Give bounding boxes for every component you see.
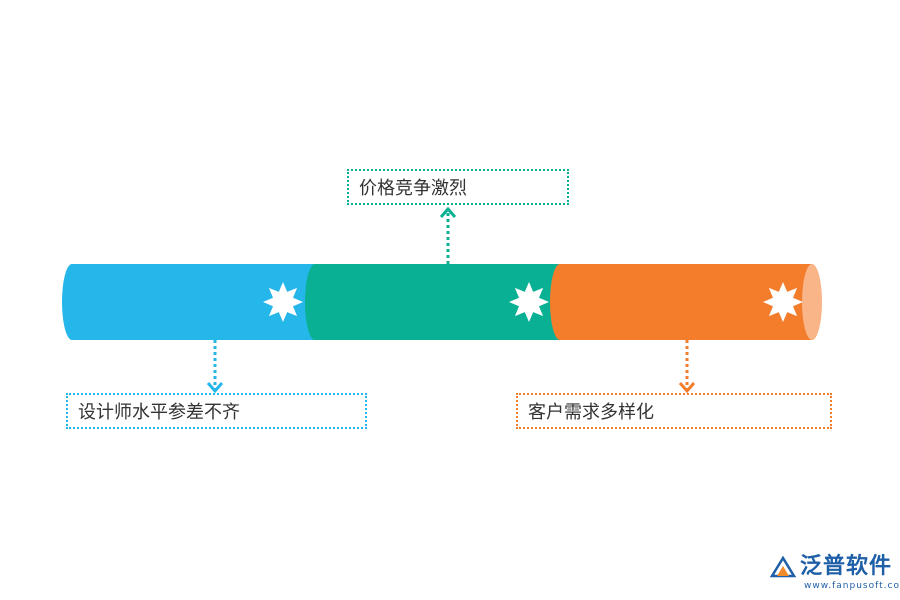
segment-blue: [62, 264, 355, 340]
callout-designer-level: 设计师水平参差不齐: [66, 393, 367, 429]
callout-label: 客户需求多样化: [528, 402, 654, 423]
arrow-up-icon: [439, 206, 457, 218]
star-icon: [509, 282, 549, 322]
logo-url: www.fanpusoft.com: [804, 581, 900, 591]
callout-customer-demand: 客户需求多样化: [516, 393, 832, 429]
brand-logo: 泛普软件 www.fanpusoft.com: [768, 552, 900, 596]
connector-left: [206, 340, 224, 394]
logo-name: 泛普软件: [800, 554, 893, 579]
segment-orange: [550, 264, 822, 340]
arrow-down-icon: [678, 382, 696, 394]
tube-end-cap: [802, 264, 822, 340]
star-icon: [263, 282, 303, 322]
segment-teal-body: [305, 264, 605, 340]
segment-orange-body: [550, 264, 812, 340]
segment-blue-body: [62, 264, 355, 340]
callout-price-competition: 价格竞争激烈: [347, 169, 569, 205]
arrow-down-icon: [206, 382, 224, 394]
connector-top: [439, 206, 457, 264]
connector-right: [678, 340, 696, 394]
callout-label: 价格竞争激烈: [359, 178, 467, 199]
callout-label: 设计师水平参差不齐: [78, 402, 240, 423]
logo-mark-icon: [769, 555, 797, 578]
segment-teal: [305, 264, 605, 340]
star-icon: [763, 282, 803, 322]
